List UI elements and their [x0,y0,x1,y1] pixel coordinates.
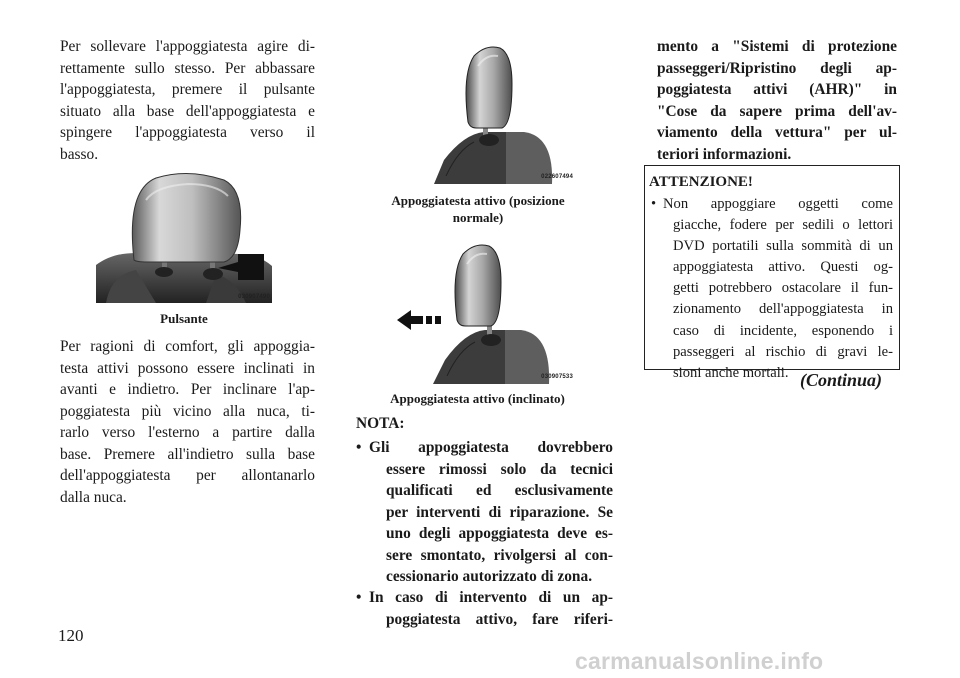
text-line: poggiatesta attivi (AHR)" in [657,81,897,98]
warning-box: ATTENZIONE! • Non appoggiare oggetti com… [644,165,900,381]
figure-code: 030907490 [238,294,270,300]
text-line: testa attivi possono essere inclinati in [60,359,315,377]
text-line: sere smontato, rivolgersi al con- [386,546,613,564]
bullet-icon: • [356,439,362,456]
text-line: "Cose da sapere prima dell'av- [657,102,897,120]
text-line: rarlo verso l'esterno a partire dalla [60,424,315,441]
figure-caption: Appoggiatesta attivo (posizione normale) [365,192,591,226]
continued-bullet-text: mento a "Sistemi di protezione passegger… [657,36,897,165]
bullet-icon: • [651,196,657,212]
headrest-normal-illustration [434,44,577,184]
watermark: carmanualsonline.info [575,648,824,674]
figure-headrest-button: 030907490 [96,170,272,303]
text-line: In caso di intervento di un ap- [369,589,613,606]
text-line: situato alla base dell'appoggiatesta e [60,102,315,120]
figure-active-headrest-tilted: 030907533 [393,242,577,384]
text-line: qualificati ed esclusivamente [386,482,613,499]
continued-label: (Continua) [800,370,883,390]
text-line: basso. [60,145,99,163]
note-label: NOTA: [356,415,405,432]
warning-title: ATTENZIONE! [649,174,753,190]
text-line: zionamento dell'appoggiatesta in [673,301,893,318]
text-line: Non appoggiare oggetti come [663,196,893,212]
text-line: essere rimossi solo da tecnici [386,460,613,478]
text-line: poggiatesta più vicino alla nuca, ti- [60,402,315,420]
text-line: poggiatesta attivo, fare riferi- [386,610,613,628]
text-line: passeggeri/Ripristino degli ap- [657,59,897,77]
note-bullet-1: • Gli appoggiatesta dovrebbero essere ri… [356,437,613,588]
text-line: spingere l'appoggiatesta verso il [60,124,315,141]
headrest-tilted-illustration [393,242,577,384]
text-line: viamento della vettura" per ul- [657,124,897,141]
text-line: rettamente sullo stesso. Per abbassare [60,59,315,77]
page-number: 120 [58,626,84,645]
headrest-button-illustration [96,170,272,303]
text-line: caso di incidente, esponendo i [673,322,893,339]
text-line: cessionario autorizzato di zona. [386,568,593,585]
figure-code: 030907533 [541,374,573,380]
text-line: Per sollevare l'appoggiatesta agire di- [60,38,315,55]
text-line: mento a "Sistemi di protezione [657,38,897,55]
text-line: appoggiatesta attivo. Questi og- [673,259,893,276]
text-line: sioni anche mortali. [673,364,789,381]
paragraph-tilt-headrest: Per ragioni di comfort, gli appoggia- te… [60,336,315,508]
caption-line: Appoggiatesta attivo (posizione [391,193,565,208]
text-line: giacche, fodere per sedili o lettori [673,217,893,234]
paragraph-raise-lower-headrest: Per sollevare l'appoggiatesta agire di- … [60,36,315,165]
text-line: uno degli appoggiatesta deve es- [386,525,613,542]
text-line: getti potrebbero ostacolare il fun- [673,280,893,297]
figure-active-headrest-normal: 022607494 [434,44,577,184]
text-line: passeggeri al rischio di gravi le- [673,343,893,360]
figure-caption: Appoggiatesta attivo (inclinato) [390,391,565,406]
text-line: dell'appoggiatesta per allontanarlo [60,467,315,484]
text-line: avanti e indietro. Per inclinare l'ap- [60,381,315,398]
warning-text: Non appoggiare oggetti come giacche, fod… [663,194,893,384]
bullet-icon: • [356,589,362,606]
text-line: l'appoggiatesta, premere il pulsante [60,81,315,98]
text-line: teriori informazioni. [657,145,792,163]
text-line: dalla nuca. [60,488,127,506]
text-line: Per ragioni di comfort, gli appoggia- [60,338,315,355]
note-bullet-2: • In caso di intervento di un ap- poggia… [356,587,613,630]
text-line: Gli appoggiatesta dovrebbero [369,439,613,456]
text-line: per interventi di riparazione. Se [386,503,613,521]
text-line: DVD portatili sulla sommità di un [673,238,893,255]
figure-code: 022607494 [541,174,573,180]
caption-line: normale) [452,210,504,225]
text-line: base. Premere all'indietro sulla base [60,445,315,463]
figure-caption: Pulsante [160,311,208,326]
